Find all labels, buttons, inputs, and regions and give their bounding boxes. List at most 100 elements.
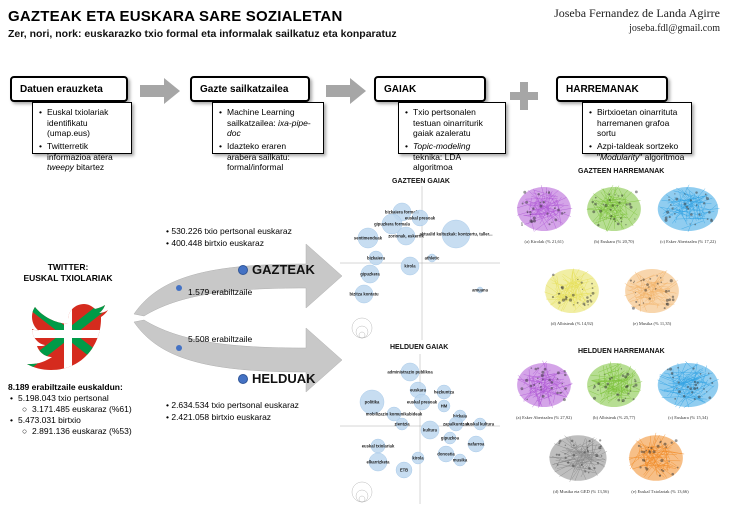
network-node — [640, 279, 642, 282]
network-caption: (d) Musika eta GED (% 13,56) — [553, 489, 609, 494]
adults-small-dot — [176, 345, 182, 351]
network-node — [529, 384, 533, 388]
network-node — [656, 282, 659, 285]
network-edge — [532, 361, 548, 375]
network-edge — [658, 271, 667, 284]
network-node — [708, 210, 711, 214]
twitter-label: TWITTER: EUSKAL TXIOLARIAK — [20, 262, 116, 284]
network-caption: (e) Euskal Txiolariak (% 13,66) — [631, 489, 689, 494]
author-email: joseba.fdl@gmail.com — [629, 23, 720, 34]
network-edge — [601, 185, 620, 212]
network-caption: (e) Musika (% 11,35) — [632, 321, 672, 326]
network-edge — [533, 207, 540, 222]
twitter-tweets-eu: 3.171.485 euskaraz (%61) — [32, 404, 132, 415]
network-node — [692, 367, 695, 370]
network-edge — [667, 196, 704, 204]
network-node — [677, 381, 680, 384]
network-node — [538, 382, 541, 385]
network-node — [614, 220, 616, 223]
network-node — [672, 376, 674, 379]
network-node — [670, 204, 672, 206]
network-edge — [666, 194, 681, 206]
network-graph — [628, 432, 685, 481]
network-node — [566, 461, 570, 464]
network-edge — [574, 437, 586, 468]
network-node — [670, 441, 673, 444]
network-edge — [563, 275, 581, 288]
network-node — [608, 377, 612, 381]
young-retweets-row: • 400.448 birtxio euskaraz — [166, 238, 264, 249]
network-graph — [624, 268, 679, 314]
network-node — [664, 289, 668, 293]
twitter-retweets-row: • 5.473.031 birtxio — [8, 415, 138, 426]
network-node — [564, 453, 566, 455]
young-retweets: 400.448 birtxio euskaraz — [171, 238, 264, 248]
network-node — [587, 471, 590, 474]
network-node — [533, 383, 536, 387]
network-node — [597, 382, 600, 386]
network-edge — [663, 388, 700, 392]
network-edge — [624, 213, 634, 227]
network-edge — [675, 208, 720, 213]
network-edge — [638, 450, 670, 468]
network-edge — [652, 450, 664, 465]
circle-bullet-icon: ○ — [22, 404, 28, 415]
network-node — [620, 217, 622, 219]
network-edge — [557, 204, 562, 226]
topic-bubble — [448, 416, 464, 432]
network-edge — [575, 448, 587, 465]
network-edge — [556, 275, 560, 294]
network-node — [666, 368, 669, 371]
twitter-retweets: 5.473.031 birtxio — [18, 415, 81, 426]
topic-bubble-label: gipuzkera formala — [374, 222, 411, 227]
network-edge — [641, 448, 685, 455]
network-edge — [652, 455, 660, 470]
twitter-stats: 8.189 erabiltzaile euskaldun: • 5.198.04… — [8, 382, 138, 437]
network-node — [671, 295, 675, 299]
network-node — [564, 297, 568, 301]
network-edge — [578, 456, 594, 462]
network-node — [581, 288, 584, 290]
network-node — [586, 299, 590, 303]
network-node — [604, 373, 606, 376]
topic-bubble-label: euskal txiolariak — [362, 444, 395, 449]
network-node — [539, 385, 542, 388]
network-edge — [575, 437, 595, 450]
network-node — [540, 388, 543, 391]
network-edge — [659, 206, 674, 216]
network-edge — [697, 199, 701, 220]
network-node — [604, 203, 608, 208]
network-node — [532, 219, 537, 223]
topic-bubble — [436, 384, 452, 400]
network-edge — [541, 197, 545, 203]
network-edge — [563, 447, 601, 458]
network-edge — [614, 372, 622, 395]
network-edge — [590, 443, 594, 464]
network-node — [666, 302, 670, 306]
topic-bubble — [395, 417, 409, 431]
network-edge — [533, 387, 551, 398]
network-node — [626, 372, 630, 376]
topic-bubble — [427, 253, 437, 263]
network-edge — [659, 382, 702, 395]
topic-bubble-label: mobilizazio komunikabideak — [366, 412, 423, 417]
network-node — [696, 381, 699, 384]
network-node — [632, 385, 635, 388]
network-node — [621, 374, 625, 377]
network-graph — [517, 360, 573, 408]
adults-big-arrow — [133, 319, 343, 393]
network-edge — [558, 281, 569, 310]
network-edge — [591, 201, 601, 218]
network-edge — [522, 373, 555, 381]
network-edge — [682, 378, 694, 389]
network-edge — [630, 449, 641, 470]
network-edge — [700, 203, 707, 216]
network-edge — [664, 372, 698, 381]
network-node — [548, 378, 551, 382]
network-node — [671, 373, 673, 375]
network-caption: (c) Esker Abertzalea (% 17,22) — [660, 239, 716, 244]
network-edge — [647, 443, 665, 458]
topic-bubble — [386, 406, 402, 422]
network-node — [608, 193, 611, 196]
